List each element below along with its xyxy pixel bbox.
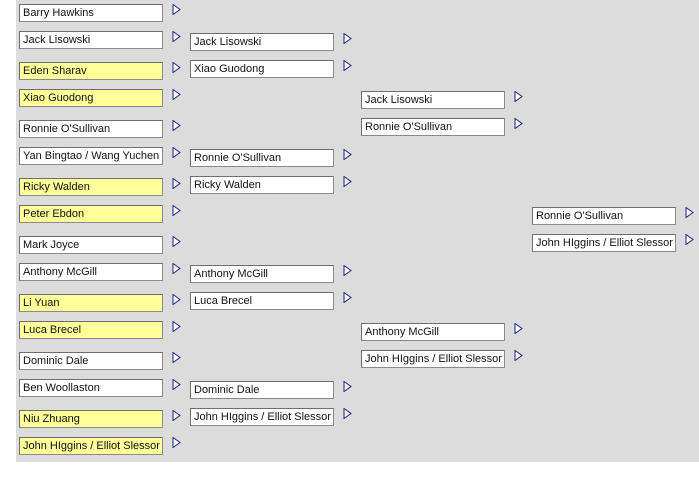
round-1-slot-6[interactable]: Yan Bingtao / Wang Yuchen: [19, 147, 163, 165]
round-1-slot-15[interactable]: Niu Zhuang: [19, 410, 163, 428]
triangle-right-icon[interactable]: [172, 89, 181, 100]
round-1-slot-11[interactable]: Li Yuan: [19, 294, 163, 312]
round-2-slot-2[interactable]: Xiao Guodong: [190, 60, 334, 78]
round-1-slot-2[interactable]: Jack Lisowski: [19, 31, 163, 49]
triangle-right-icon[interactable]: [343, 149, 352, 160]
round-1-slot-13[interactable]: Dominic Dale: [19, 352, 163, 370]
round-2-slot-1[interactable]: Jack Lisowski: [190, 33, 334, 51]
triangle-right-icon[interactable]: [685, 207, 694, 218]
round-2-slot-5[interactable]: Anthony McGill: [190, 265, 334, 283]
triangle-right-icon[interactable]: [172, 147, 181, 158]
round-1-slot-12[interactable]: Luca Brecel: [19, 321, 163, 339]
triangle-right-icon[interactable]: [514, 323, 523, 334]
round-1-slot-1[interactable]: Barry Hawkins: [19, 4, 163, 22]
triangle-right-icon[interactable]: [172, 4, 181, 15]
round-1-slot-14[interactable]: Ben Woollaston: [19, 379, 163, 397]
round-4-slot-1[interactable]: Ronnie O'Sullivan: [532, 207, 676, 225]
triangle-right-icon[interactable]: [685, 234, 694, 245]
round-4-slot-2[interactable]: John HIggins / Elliot Slessor: [532, 234, 676, 252]
triangle-right-icon[interactable]: [343, 381, 352, 392]
triangle-right-icon[interactable]: [172, 62, 181, 73]
round-1-slot-3[interactable]: Eden Sharav: [19, 62, 163, 80]
triangle-right-icon[interactable]: [514, 118, 523, 129]
triangle-right-icon[interactable]: [172, 294, 181, 305]
triangle-right-icon[interactable]: [343, 292, 352, 303]
triangle-right-icon[interactable]: [343, 60, 352, 71]
triangle-right-icon[interactable]: [172, 178, 181, 189]
round-1-slot-4[interactable]: Xiao Guodong: [19, 89, 163, 107]
triangle-right-icon[interactable]: [172, 31, 181, 42]
round-1-slot-16[interactable]: John HIggins / Elliot Slessor: [19, 437, 163, 455]
triangle-right-icon[interactable]: [172, 120, 181, 131]
round-1-slot-8[interactable]: Peter Ebdon: [19, 205, 163, 223]
round-2-slot-6[interactable]: Luca Brecel: [190, 292, 334, 310]
triangle-right-icon[interactable]: [172, 236, 181, 247]
triangle-right-icon[interactable]: [514, 350, 523, 361]
round-2-slot-7[interactable]: Dominic Dale: [190, 381, 334, 399]
round-1-slot-10[interactable]: Anthony McGill: [19, 263, 163, 281]
round-2-slot-4[interactable]: Ricky Walden: [190, 176, 334, 194]
triangle-right-icon[interactable]: [172, 205, 181, 216]
triangle-right-icon[interactable]: [343, 408, 352, 419]
round-3-slot-4[interactable]: John HIggins / Elliot Slessor: [361, 350, 505, 368]
triangle-right-icon[interactable]: [172, 437, 181, 448]
round-2-slot-8[interactable]: John HIggins / Elliot Slessor: [190, 408, 334, 426]
triangle-right-icon[interactable]: [172, 263, 181, 274]
triangle-right-icon[interactable]: [172, 321, 181, 332]
round-3-slot-3[interactable]: Anthony McGill: [361, 323, 505, 341]
triangle-right-icon[interactable]: [514, 91, 523, 102]
triangle-right-icon[interactable]: [343, 33, 352, 44]
round-1-slot-7[interactable]: Ricky Walden: [19, 178, 163, 196]
triangle-right-icon[interactable]: [343, 265, 352, 276]
triangle-right-icon[interactable]: [172, 410, 181, 421]
triangle-right-icon[interactable]: [172, 352, 181, 363]
round-3-slot-2[interactable]: Ronnie O'Sullivan: [361, 118, 505, 136]
triangle-right-icon[interactable]: [343, 176, 352, 187]
round-1-slot-5[interactable]: Ronnie O'Sullivan: [19, 120, 163, 138]
round-1-slot-9[interactable]: Mark Joyce: [19, 236, 163, 254]
round-3-slot-1[interactable]: Jack Lisowski: [361, 91, 505, 109]
triangle-right-icon[interactable]: [172, 379, 181, 390]
round-2-slot-3[interactable]: Ronnie O'Sullivan: [190, 149, 334, 167]
